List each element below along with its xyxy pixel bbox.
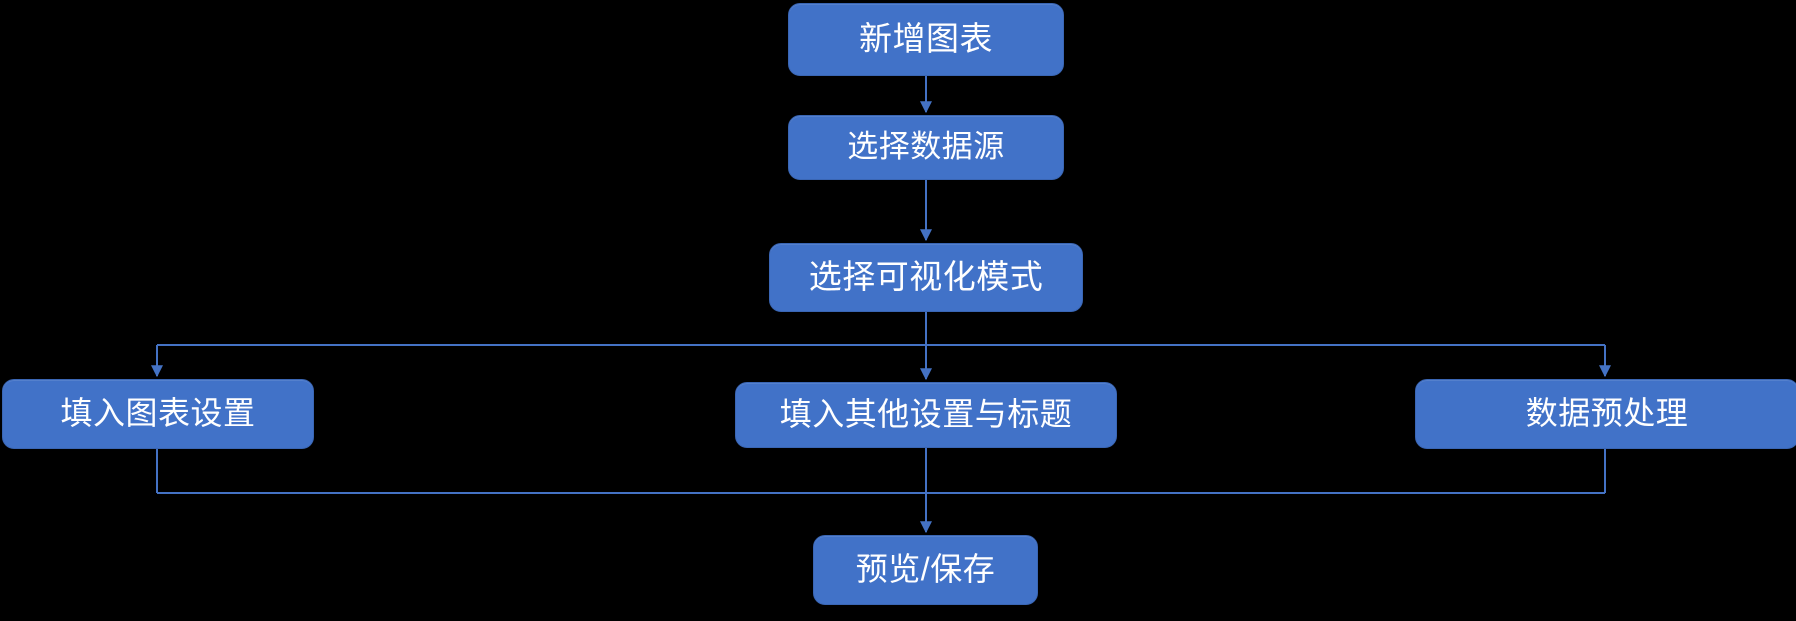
node-add-chart-label: 新增图表: [859, 20, 993, 58]
node-select-data-source[interactable]: 选择数据源: [788, 115, 1064, 180]
node-preview-save[interactable]: 预览/保存: [813, 535, 1038, 605]
node-preview-save-label: 预览/保存: [855, 551, 996, 588]
node-data-preprocessing[interactable]: 数据预处理: [1415, 379, 1796, 449]
node-data-preprocessing-label: 数据预处理: [1525, 395, 1689, 432]
node-add-chart[interactable]: 新增图表: [788, 3, 1064, 76]
node-fill-other-settings-and-title-label: 填入其他设置与标题: [779, 396, 1073, 433]
node-select-data-source-label: 选择数据源: [847, 129, 1005, 165]
node-select-visualization-mode[interactable]: 选择可视化模式: [769, 243, 1083, 312]
node-fill-other-settings-and-title[interactable]: 填入其他设置与标题: [735, 382, 1117, 448]
node-select-visualization-mode-label: 选择可视化模式: [808, 258, 1044, 296]
node-fill-chart-settings[interactable]: 填入图表设置: [2, 379, 314, 449]
node-fill-chart-settings-label: 填入图表设置: [60, 395, 256, 432]
